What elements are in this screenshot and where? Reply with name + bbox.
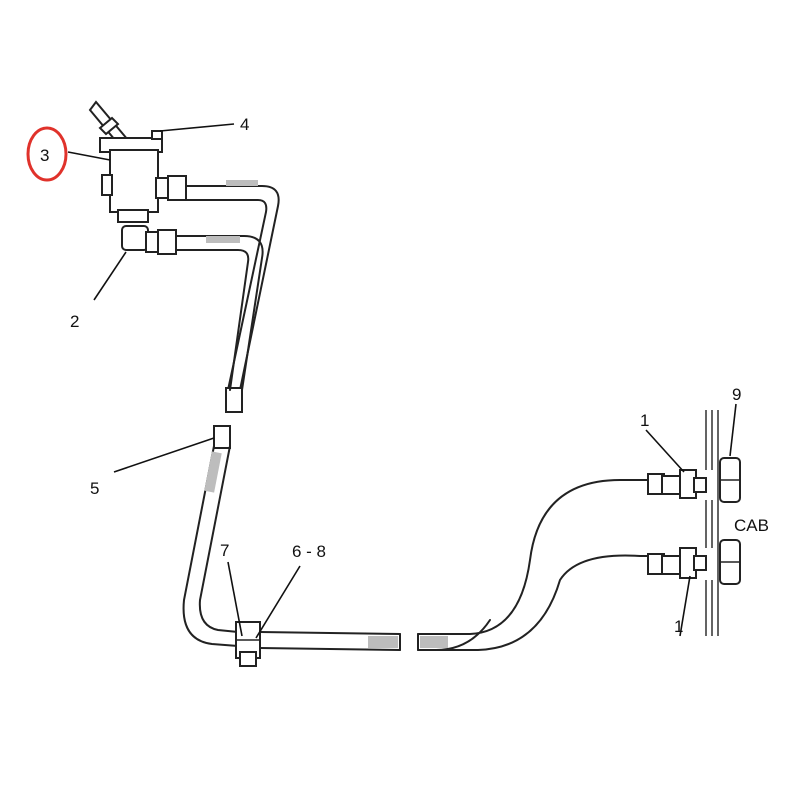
upper-hose [185,180,280,413]
leader-lines [67,123,737,639]
upper-hose-ferrule [167,175,187,201]
valve-bottom-neck [117,209,149,223]
callout-7: 7 [220,541,229,560]
lower-cab-stem [693,555,707,571]
hose-shading [226,180,258,186]
hose-5-end [213,425,231,449]
hose-5-shading [204,451,222,493]
lower-valve-hose [175,235,264,391]
callout-5: 5 [90,479,99,498]
leader-3 [67,151,111,161]
leader-6-8 [255,565,301,639]
callout-1-lower: 1 [674,617,683,636]
hose-clamp [235,621,261,667]
valve-body [109,149,159,213]
leader-4 [159,123,235,132]
callout-3: 3 [40,146,49,165]
leader-1-upper [645,429,685,473]
valve-side-boss [101,174,113,196]
leader-9 [729,403,737,457]
cab-hose-shading [420,636,448,648]
hose-shading-2 [206,236,240,243]
valve-top-bolt [151,130,163,140]
callout-2: 2 [70,312,79,331]
cab-hoses [417,469,707,651]
cab-label: CAB [734,516,769,535]
leader-7 [227,561,243,637]
callout-1-upper: 1 [640,411,649,430]
lower-hose-ferrule [157,229,177,255]
callout-6-8: 6 - 8 [292,542,326,561]
upper-hose-end [225,387,243,413]
handle-pivot [98,116,120,136]
leader-5 [113,437,215,473]
upper-cab-stem [693,477,707,493]
elbow-fitting [121,225,149,251]
valve-assembly [88,100,187,255]
leader-2 [93,251,127,301]
hose-end-shading [368,636,398,648]
callout-9: 9 [732,385,741,404]
highlight-circle [26,126,68,182]
clamp-bolt [239,651,257,667]
callout-4: 4 [240,115,249,134]
hose-5 [182,425,401,651]
leader-1-lower [679,575,691,637]
cab-wall [705,410,741,636]
